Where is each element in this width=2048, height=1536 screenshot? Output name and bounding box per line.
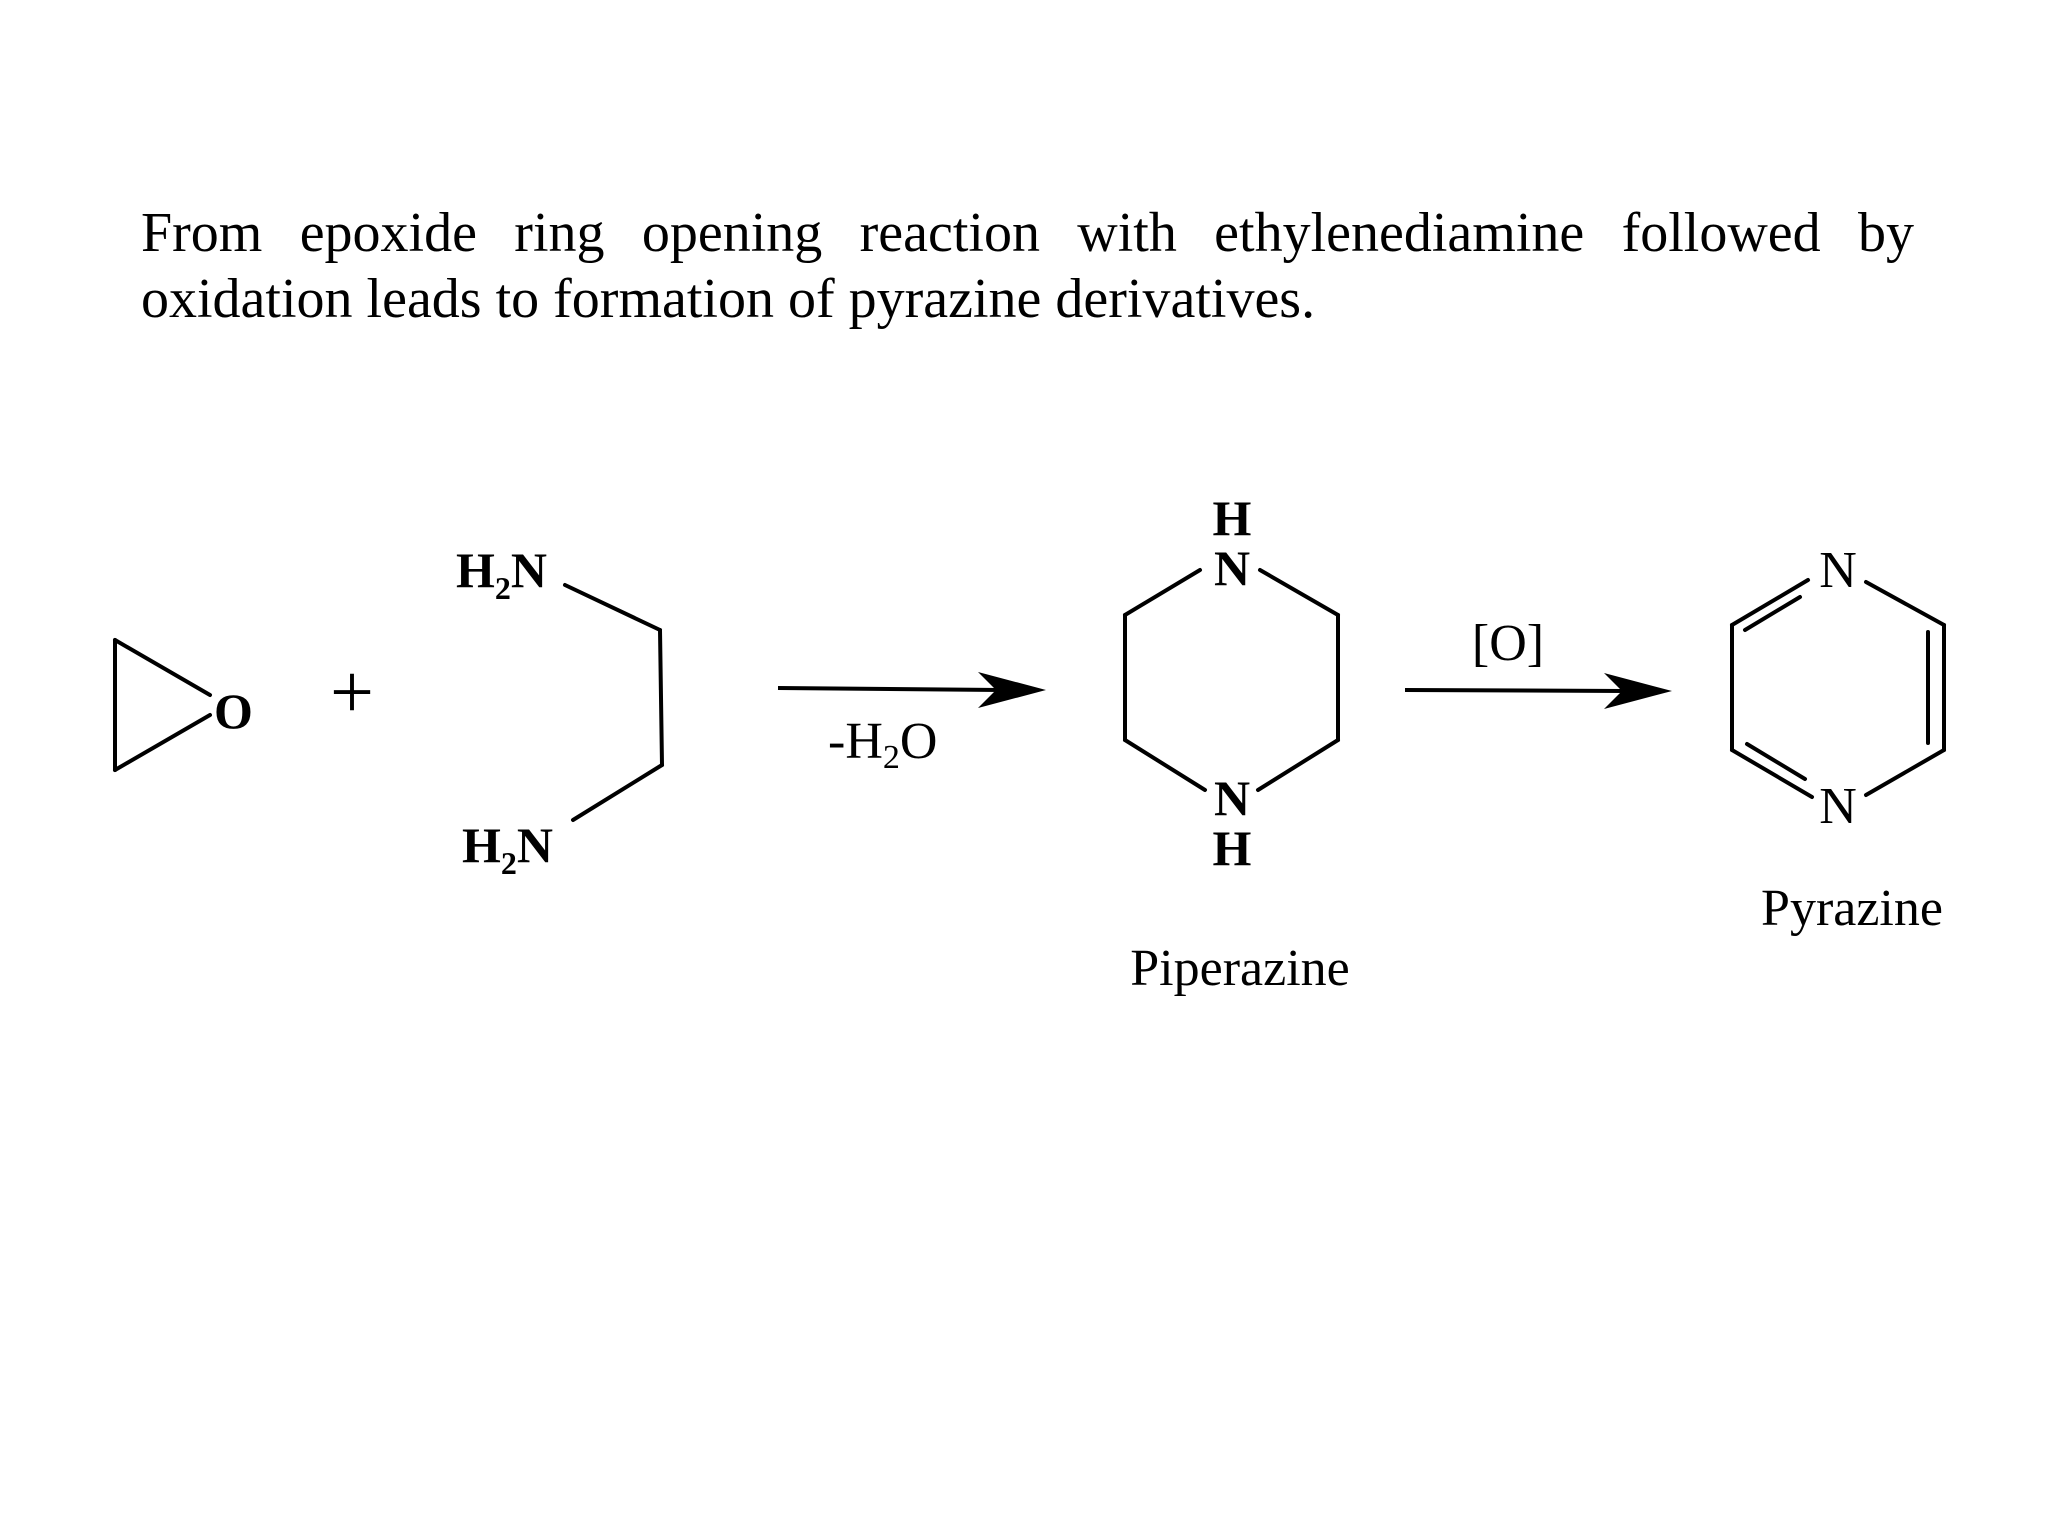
diamine-top-amine: H2N xyxy=(456,542,547,606)
condition-suffix: O xyxy=(900,713,938,770)
pyrazine-top-n: N xyxy=(1819,542,1857,599)
intro-text: From epoxide ring opening reaction with … xyxy=(141,200,1914,332)
piperazine-bond-3 xyxy=(1123,738,1207,792)
piperazine-bond-6 xyxy=(1256,738,1340,792)
pyrazine-bond-1-double xyxy=(1743,595,1802,632)
piperazine-name: Piperazine xyxy=(1130,940,1349,997)
piperazine-top-h: H xyxy=(1213,490,1252,546)
pyrazine-bond-3 xyxy=(1730,748,1814,799)
amine-bottom-h: H xyxy=(462,817,501,873)
pyrazine-bond-3-double xyxy=(1745,742,1807,781)
pyrazine-bond-4 xyxy=(1864,580,1946,627)
pyrazine-bond-1 xyxy=(1730,578,1810,627)
arrow-2-shaft xyxy=(1404,688,1626,693)
intro-line-2: oxidation leads to formation of pyrazine… xyxy=(141,268,1316,330)
amine-bottom-subscript: 2 xyxy=(501,845,517,881)
condition-subscript: 2 xyxy=(883,739,900,776)
epoxide-oxygen-label: O xyxy=(214,683,253,739)
amine-top-subscript: 2 xyxy=(495,570,511,606)
condition-prefix: -H xyxy=(828,713,883,770)
pyrazine-ring xyxy=(1730,578,1946,799)
amine-top-h: H xyxy=(456,542,495,598)
pyrazine-name: Pyrazine xyxy=(1761,880,1943,937)
arrow-2-head xyxy=(1604,673,1672,709)
piperazine-ring xyxy=(1123,568,1340,792)
epoxide-bond-top xyxy=(113,638,212,697)
step-1-condition: -H2O xyxy=(828,713,937,776)
pyrazine-bond-6 xyxy=(1864,748,1946,797)
reaction-arrow-1 xyxy=(777,672,1046,708)
intro-line-1: From epoxide ring opening reaction with … xyxy=(141,202,1914,264)
pyrazine-bottom-n: N xyxy=(1819,778,1857,835)
epoxide-structure xyxy=(113,638,212,772)
plus-sign: + xyxy=(330,648,374,735)
ethylenediamine-skeleton xyxy=(563,583,664,822)
arrow-1-shaft xyxy=(777,686,1001,692)
piperazine-bond-1 xyxy=(1123,568,1202,617)
amine-bottom-n: N xyxy=(517,817,553,873)
piperazine-top-n: N xyxy=(1214,540,1250,596)
diamine-bond-3 xyxy=(571,763,664,822)
epoxide-bond-bottom xyxy=(113,713,212,772)
piperazine-bond-4 xyxy=(1258,568,1340,617)
diamine-bond-1 xyxy=(563,583,662,632)
piperazine-bottom-h: H xyxy=(1213,820,1252,876)
reaction-arrow-2 xyxy=(1404,673,1672,709)
arrow-1-head xyxy=(978,672,1046,708)
amine-top-n: N xyxy=(511,542,547,598)
step-2-condition: [O] xyxy=(1472,615,1544,672)
piperazine-bottom-n: N xyxy=(1214,770,1250,826)
diamine-bottom-amine: H2N xyxy=(462,817,553,881)
diamine-bond-2 xyxy=(658,628,664,767)
